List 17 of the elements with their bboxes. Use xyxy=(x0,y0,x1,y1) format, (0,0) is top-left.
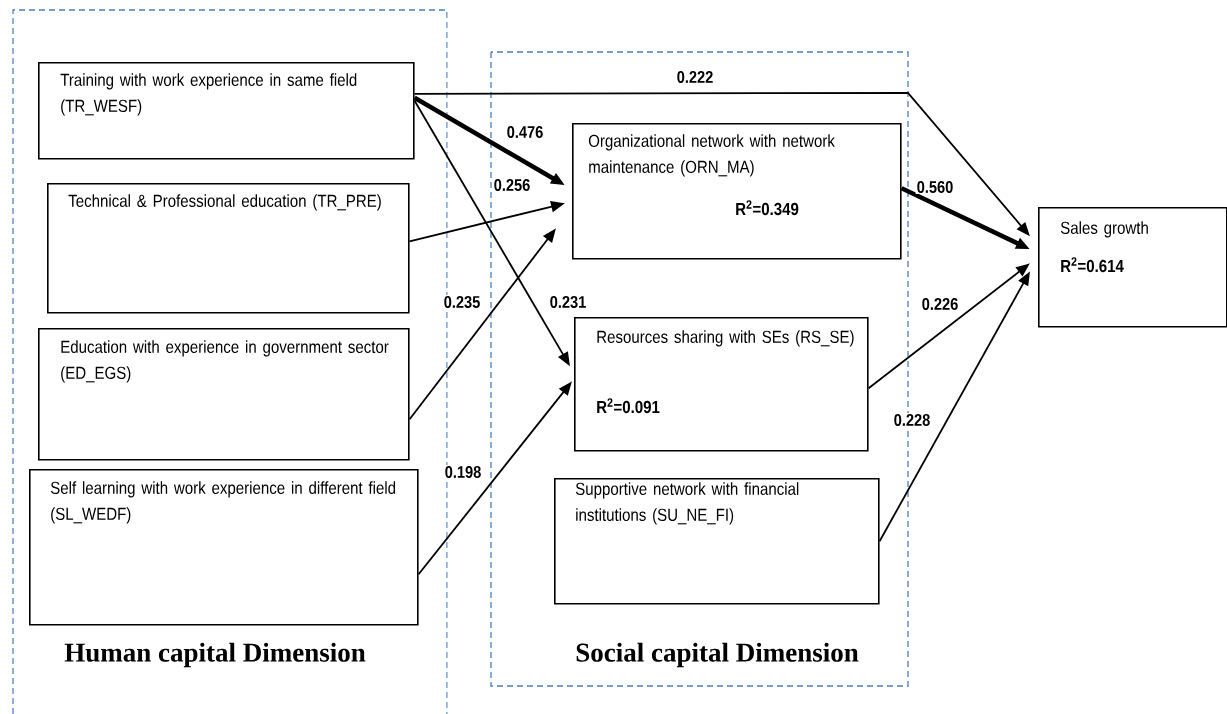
construct-box: Self learning with work experience in different field (SL_WEDF) xyxy=(29,469,419,626)
edge-label: 0.476 xyxy=(505,124,545,139)
edge-label: 0.235 xyxy=(442,294,482,309)
edge-label: 0.231 xyxy=(548,294,588,309)
construct-box: Technical & Professional education (TR_PRE) xyxy=(47,183,410,314)
edge-label: 0.226 xyxy=(920,296,960,311)
construct-box: Resources sharing with SEs (RS_SE) R$^{2}$=0.091 xyxy=(574,317,869,452)
construct-box: Training with work experience in same field (TR_WESF) xyxy=(38,62,415,160)
edge-label: 0.228 xyxy=(892,412,932,427)
edge-label: 0.198 xyxy=(443,464,483,479)
edge-label: 0.222 xyxy=(675,69,715,84)
edge-label: 0.256 xyxy=(492,177,532,192)
construct-box: Sales growth R$^{2}$=0.614 xyxy=(1038,207,1227,328)
construct-box: Organizational network with network maintenance (ORN_MA) R$^{2}$=0.349 xyxy=(572,123,902,260)
construct-box: Supportive network with financial institutions (SU_NE_FI) xyxy=(554,477,880,605)
edge-label: 0.560 xyxy=(915,179,955,194)
construct-box: Education with experience in government sector (ED_EGS) xyxy=(38,327,410,461)
